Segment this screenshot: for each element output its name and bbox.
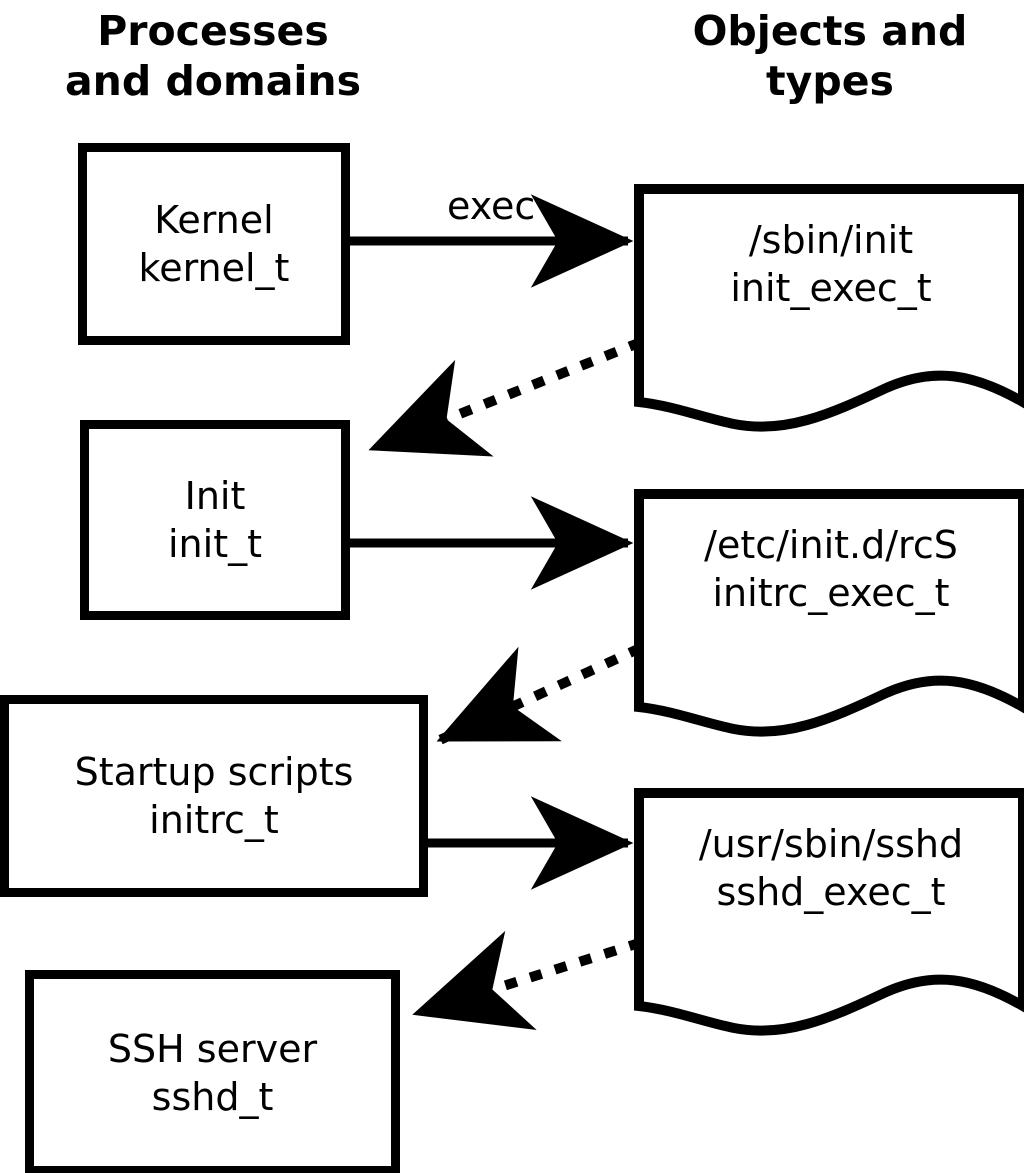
process-name: Init	[184, 474, 246, 518]
edge-label-exec: exec	[447, 184, 536, 228]
process-box-init[interactable]: Init init_t	[80, 420, 350, 620]
process-type: initrc_t	[149, 798, 279, 842]
process-box-startup-scripts[interactable]: Startup scripts initrc_t	[0, 695, 428, 897]
process-name: Startup scripts	[74, 750, 354, 794]
process-type: sshd_t	[151, 1074, 274, 1119]
column-title-objects: Objects and types	[692, 7, 968, 105]
object-doc-usr-sbin-sshd[interactable]: /usr/sbin/sshd sshd_exec_t	[634, 788, 1024, 1040]
process-box-kernel[interactable]: Kernel kernel_t	[78, 143, 350, 345]
process-type: init_t	[168, 522, 262, 566]
column-title-processes: Processes and domains	[64, 7, 362, 105]
edge-transition-3	[411, 930, 643, 1030]
object-doc-etc-initd-rcs[interactable]: /etc/init.d/rcS initrc_exec_t	[634, 489, 1024, 741]
process-box-ssh-server[interactable]: SSH server sshd_t	[25, 970, 400, 1173]
edge-transition-1	[367, 337, 643, 457]
edge-transition-2	[435, 643, 643, 746]
process-type: kernel_t	[138, 246, 290, 290]
process-name: SSH server	[107, 1026, 318, 1071]
process-name: Kernel	[154, 198, 274, 242]
object-doc-sbin-init[interactable]: /sbin/init init_exec_t	[634, 184, 1024, 436]
